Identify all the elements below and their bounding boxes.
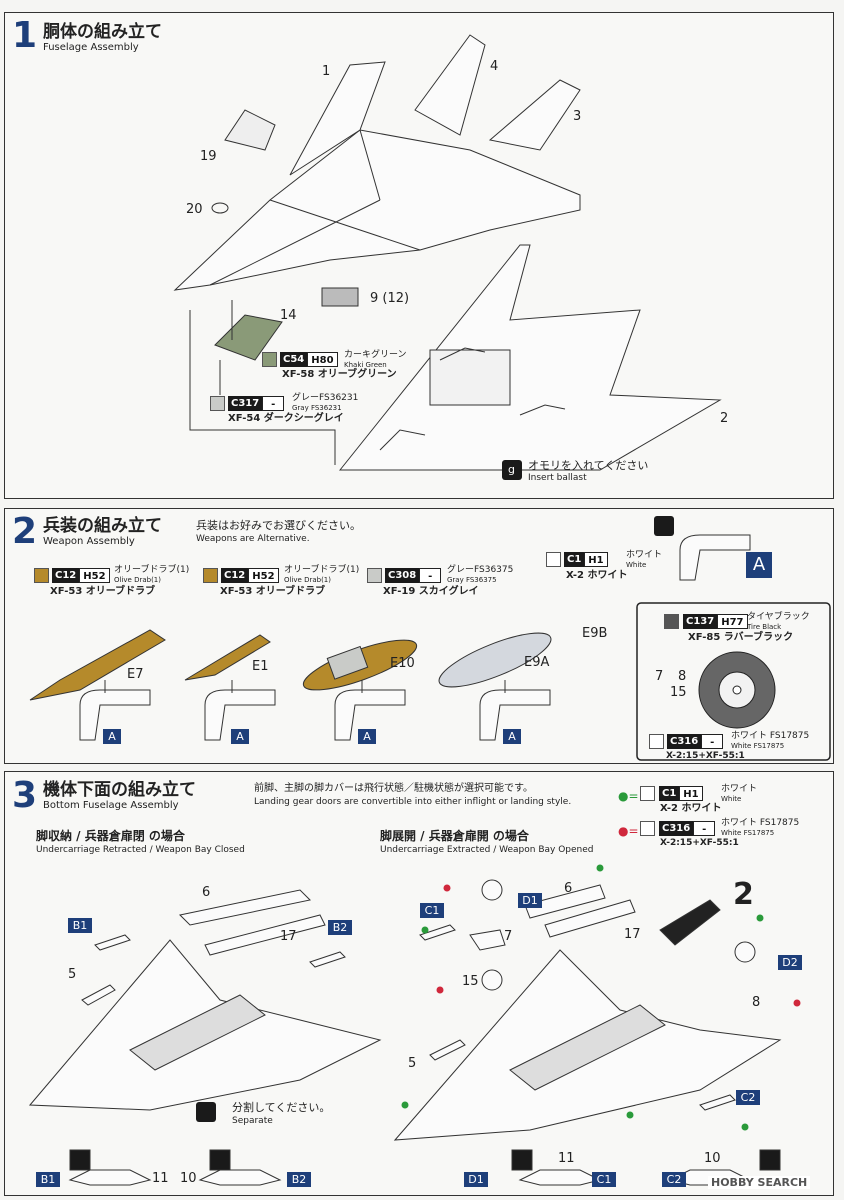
part-label-14: 14 [280,308,297,323]
ref-a-big: A [746,552,772,578]
step-number-1: 1 [12,15,38,56]
weapons-diagram [29,534,831,761]
watermark: HOBBY SEARCH [708,1176,811,1189]
ref-a-1: A [103,729,121,744]
part-label-19: 19 [200,149,217,164]
separate-icon [654,516,674,536]
g-weight-icon: g [502,460,522,480]
part-label-2: 2 [720,411,729,426]
section1-title-jp: 胴体の組み立て [43,22,162,42]
part-label-20: 20 [186,202,203,217]
right-case-title-jp: 脚展開 / 兵器倉扉開 の場合 [380,829,529,843]
part-box-b2: B2 [328,920,352,935]
left-case-title-jp: 脚収納 / 兵器倉扉閉 の場合 [36,829,185,843]
ballast-note-jp: オモリを入れてください [528,459,649,472]
gray-swatch [210,396,225,411]
part-label-7: 7 [655,669,664,684]
ref-a-2: A [231,729,249,744]
part-label-e1: E1 [252,659,269,674]
ref-a-4: A [503,729,521,744]
part-label-4: 4 [490,59,499,74]
part-box-b1: B1 [68,918,92,933]
section2-title-en: Weapon Assembly [43,536,135,547]
ref-step-2: 2 [733,877,754,912]
green-dot-icon: ●= [618,789,639,803]
left-case-title-en: Undercarriage Retracted / Weapon Bay Clo… [36,845,245,855]
part-label-3: 3 [573,109,582,124]
part-label-e9a: E9A [524,655,550,670]
section3-title-jp: 機体下面の組み立て [43,780,196,800]
right-case-title-en: Undercarriage Extracted / Weapon Bay Ope… [380,845,594,855]
white-swatch [546,552,561,567]
part-label-15: 15 [670,685,687,700]
part-label-8: 8 [678,669,687,684]
step-number-2: 2 [12,511,38,552]
khaki-swatch [262,352,277,367]
gear-doors-note-en: Landing gear doors are convertible into … [254,797,572,807]
color-code-gray: C317- [228,396,285,411]
weapons-note-jp: 兵装はお好みでお選びください。 [196,519,361,532]
step-number-3: 3 [12,775,38,816]
ballast-note-en: Insert ballast [528,473,587,483]
separate-icon-2 [196,1102,216,1122]
separate-note-jp: 分割してください。 [232,1101,331,1114]
section2-title-jp: 兵装の組み立て [43,516,162,536]
weapons-note-en: Weapons are Alternative. [196,534,310,544]
ref-a-3: A [358,729,376,744]
separate-note-en: Separate [232,1116,273,1126]
gear-doors-note-jp: 前脚、主脚の脚カバーは飛行状態／駐機状態が選択可能です。 [254,783,533,794]
part-label-1: 1 [322,64,331,79]
part-label-e7: E7 [127,667,144,682]
part-label-e10: E10 [390,656,415,671]
section1-title-en: Fuselage Assembly [43,42,139,53]
part-label-9: 9 (12) [370,291,410,306]
fuselage-diagram [173,34,722,471]
red-dot-icon: ●= [618,824,639,838]
part-label-e9b: E9B [582,626,608,641]
section3-title-en: Bottom Fuselage Assembly [43,800,179,811]
